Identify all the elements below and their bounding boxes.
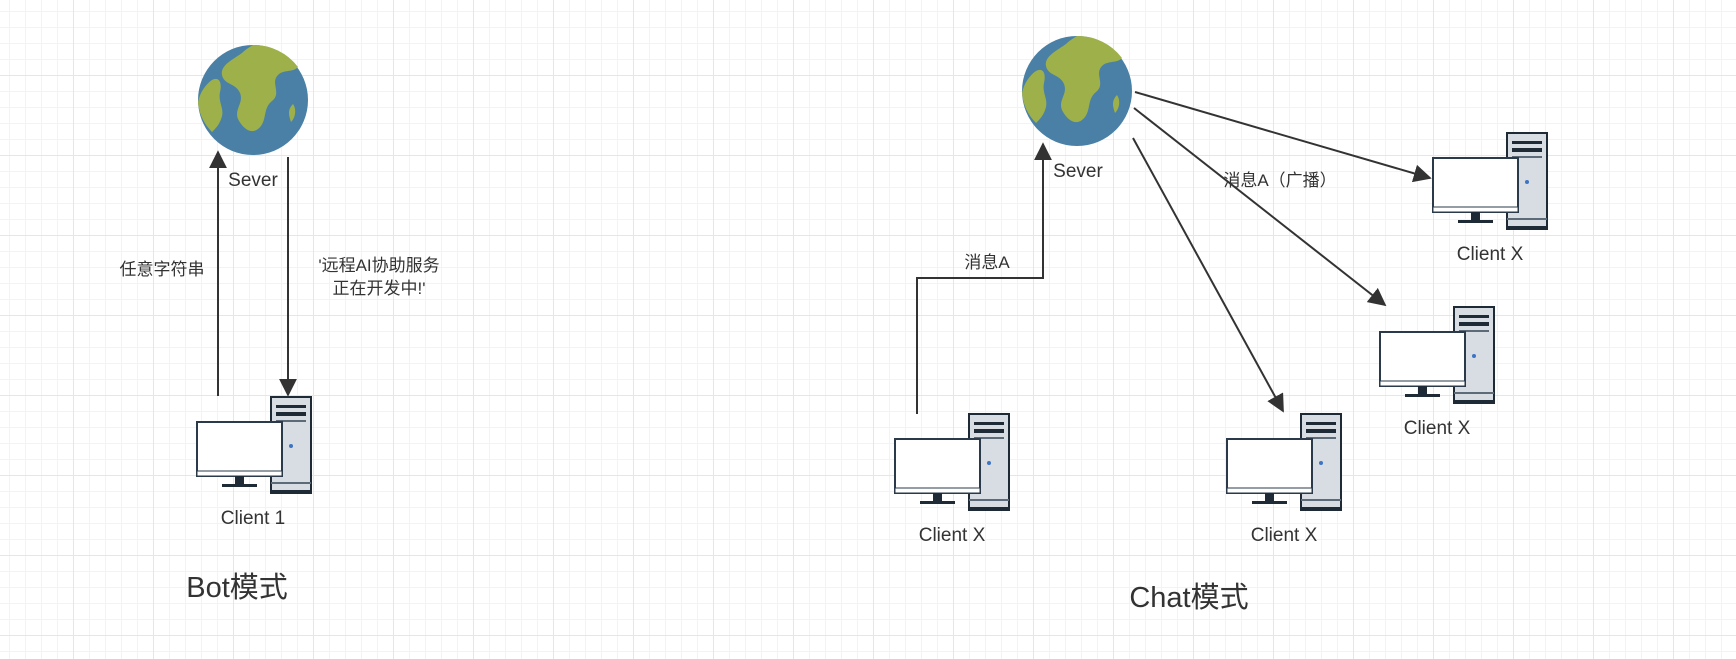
bot-client-label: Client 1 [221,508,285,529]
chat-server-label: Sever [1053,161,1103,182]
chat-client-label: Client X [1251,525,1318,546]
chat-edge-broadcast-label: 消息A（广播） [1223,171,1336,190]
bot-edge-down-label-line1: '远程AI协助服务 [318,256,439,275]
globe-icon [198,44,308,156]
chat-broadcast-edge [1134,91,1432,183]
globe-icon [1022,35,1132,147]
computer-icon [894,413,1010,511]
computer-icon [1226,413,1342,511]
computer-icon [196,396,312,494]
chat-mode-diagram: Sever Client X Client X Client X Client … [894,35,1548,614]
chat-edge-send-label: 消息A [964,253,1010,272]
chat-client-label: Client X [1457,244,1524,265]
computer-icon [1432,132,1548,230]
chat-mode-title: Chat模式 [1129,581,1248,614]
bot-edge-up-label: 任意字符串 [120,260,205,279]
bot-edge-down-label-line2: 正在开发中!' [333,279,426,298]
chat-client-label: Client X [1404,418,1471,439]
bot-mode-diagram: Sever Client 1 任意字符串 '远程AI协助服务 正在开发中!' B… [120,44,440,604]
bot-server-label: Sever [228,170,278,191]
chat-broadcast-edge [1132,137,1284,413]
bot-mode-title: Bot模式 [186,571,288,604]
chat-edge-client-to-server [916,142,1052,414]
chat-sender-client-label: Client X [919,525,986,546]
computer-icon [1379,306,1495,404]
chat-broadcast-edge [1133,107,1387,307]
